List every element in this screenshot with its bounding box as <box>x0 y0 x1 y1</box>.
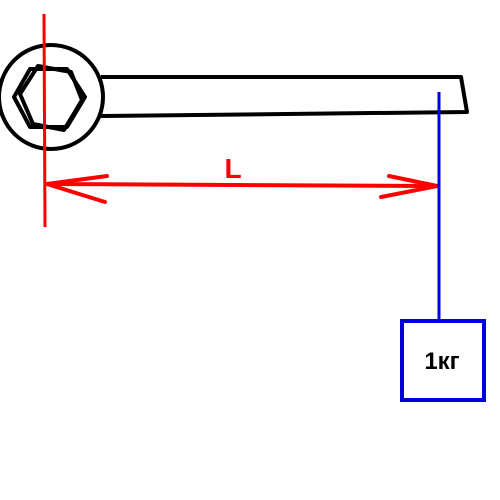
length-label: L <box>224 153 241 184</box>
wrench-ring-head <box>0 43 105 151</box>
dimension-arrow <box>44 174 439 204</box>
pivot-axis-line <box>42 13 47 228</box>
wrench-handle <box>100 75 469 118</box>
hexagon-nut-icon <box>12 64 87 132</box>
weight-box <box>400 319 486 402</box>
mass-label: 1кг <box>424 348 459 375</box>
